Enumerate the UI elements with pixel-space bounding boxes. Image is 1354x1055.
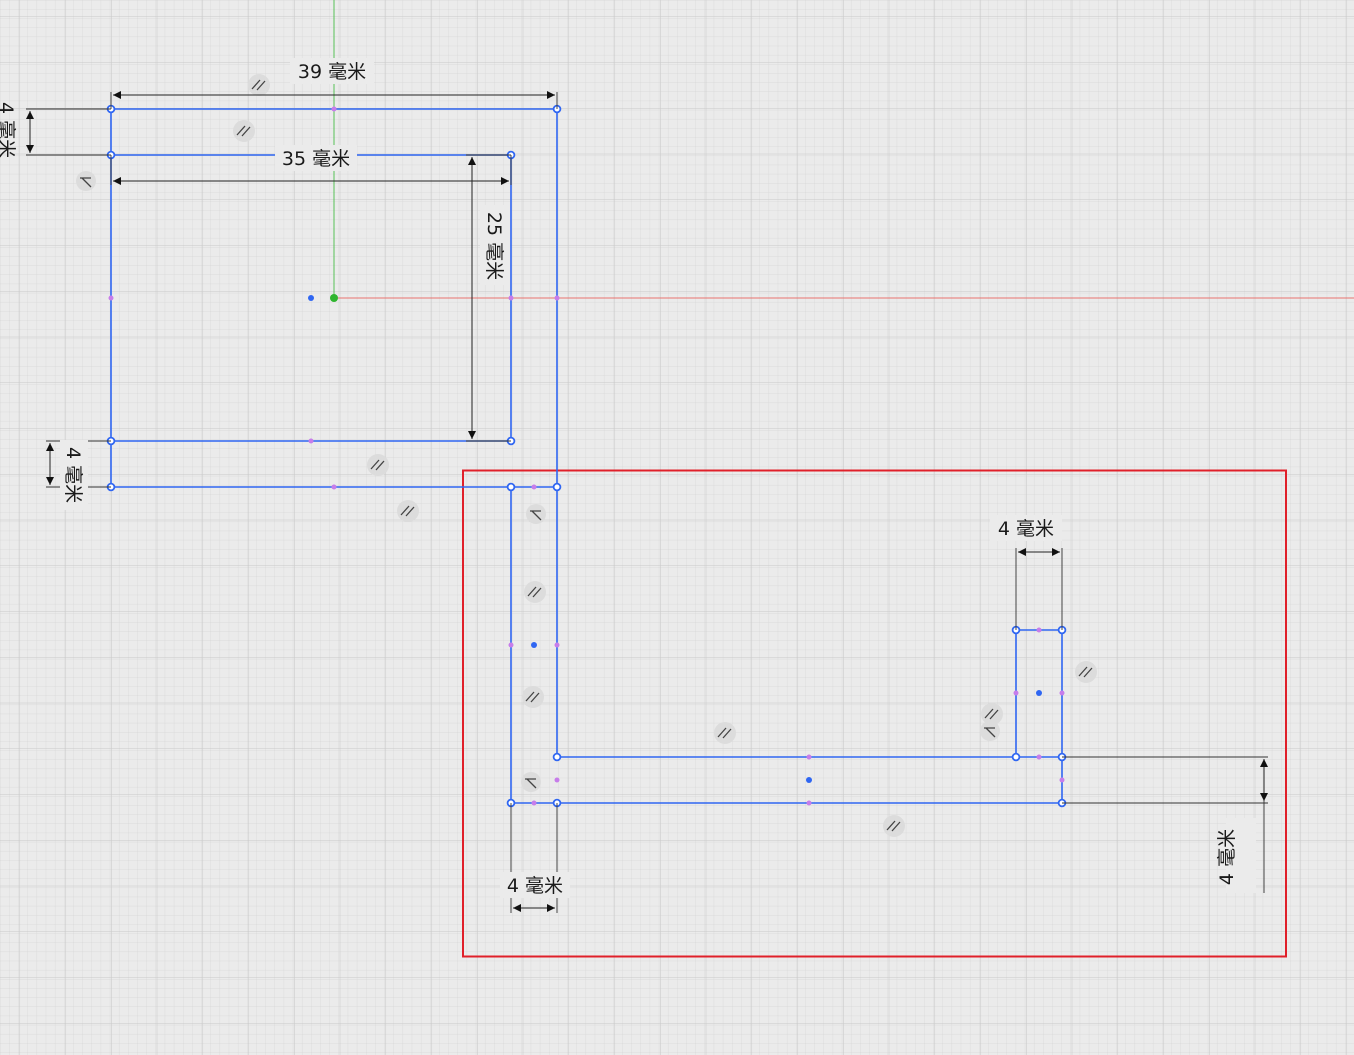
parallel-constraint-icon[interactable] xyxy=(1075,661,1097,683)
dimension-inner-width[interactable]: 35 毫米 xyxy=(110,145,512,185)
midpoint[interactable] xyxy=(554,777,560,783)
dimension-label[interactable]: 4 毫米 xyxy=(62,447,84,503)
vertex[interactable] xyxy=(506,482,516,492)
dimension-inner-height[interactable]: 25 毫米 xyxy=(466,154,511,442)
midpoint[interactable] xyxy=(1036,627,1042,633)
parallel-constraint-icon[interactable] xyxy=(233,120,255,142)
parallel-constraint-icon[interactable] xyxy=(883,815,905,837)
parallel-constraint-icon[interactable] xyxy=(522,686,544,708)
perpendicular-constraint-icon[interactable] xyxy=(521,772,541,792)
parallel-constraint-icon[interactable] xyxy=(981,703,1003,725)
center-point[interactable] xyxy=(308,295,314,301)
dimension-bottom-thickness[interactable]: 4 毫米 xyxy=(46,440,111,510)
dimension-outer-width[interactable]: 39 毫米 xyxy=(110,58,558,109)
perpendicular-constraint-icon[interactable] xyxy=(76,171,96,191)
vertex[interactable] xyxy=(552,482,562,492)
midpoint[interactable] xyxy=(554,642,560,648)
perpendicular-constraint-icon[interactable] xyxy=(980,721,1000,741)
dimension-label[interactable]: 35 毫米 xyxy=(282,148,350,170)
dimension-label[interactable]: 4 毫米 xyxy=(507,875,563,897)
perpendicular-constraint-icon[interactable] xyxy=(526,504,546,524)
midpoint[interactable] xyxy=(1059,777,1065,783)
midpoint[interactable] xyxy=(531,484,537,490)
dimension-label[interactable]: 25 毫米 xyxy=(483,212,505,280)
vertex[interactable] xyxy=(1011,752,1021,762)
midpoint[interactable] xyxy=(554,295,560,301)
midpoint[interactable] xyxy=(508,295,514,301)
dimension-label[interactable]: 4 毫米 xyxy=(998,518,1054,540)
midpoint-markers xyxy=(108,106,1065,806)
dimension-top-thickness[interactable]: 4 毫米 xyxy=(0,102,111,158)
selection-box[interactable] xyxy=(462,469,1287,958)
midpoint[interactable] xyxy=(1013,690,1019,696)
origin-point[interactable] xyxy=(330,294,338,302)
parallel-constraint-icon[interactable] xyxy=(714,722,736,744)
center-point[interactable] xyxy=(806,777,812,783)
parallel-constraint-icon[interactable] xyxy=(524,581,546,603)
dimension-label[interactable]: 4 毫米 xyxy=(1216,829,1238,885)
midpoint[interactable] xyxy=(806,754,812,760)
dimension-label[interactable]: 39 毫米 xyxy=(298,61,366,83)
midpoint[interactable] xyxy=(308,438,314,444)
parallel-constraint-icon[interactable] xyxy=(248,74,270,96)
parallel-constraint-icon[interactable] xyxy=(397,500,419,522)
dimension-label[interactable]: 4 毫米 xyxy=(0,102,17,158)
midpoint[interactable] xyxy=(508,642,514,648)
midpoint[interactable] xyxy=(1059,690,1065,696)
center-point[interactable] xyxy=(531,642,537,648)
midpoint[interactable] xyxy=(531,800,537,806)
parallel-constraint-icon[interactable] xyxy=(367,454,389,476)
dimension-post-width[interactable]: 4 毫米 xyxy=(990,515,1063,630)
midpoint[interactable] xyxy=(108,295,114,301)
midpoint[interactable] xyxy=(331,106,337,112)
midpoint[interactable] xyxy=(1036,754,1042,760)
midpoint[interactable] xyxy=(331,484,337,490)
dimension-horizontal-leg-thickness[interactable]: 4 毫米 xyxy=(1062,756,1268,893)
midpoint[interactable] xyxy=(806,800,812,806)
dimension-vertical-leg-width[interactable]: 4 毫米 xyxy=(500,803,570,913)
vertex[interactable] xyxy=(552,752,562,762)
center-point[interactable] xyxy=(1036,690,1042,696)
